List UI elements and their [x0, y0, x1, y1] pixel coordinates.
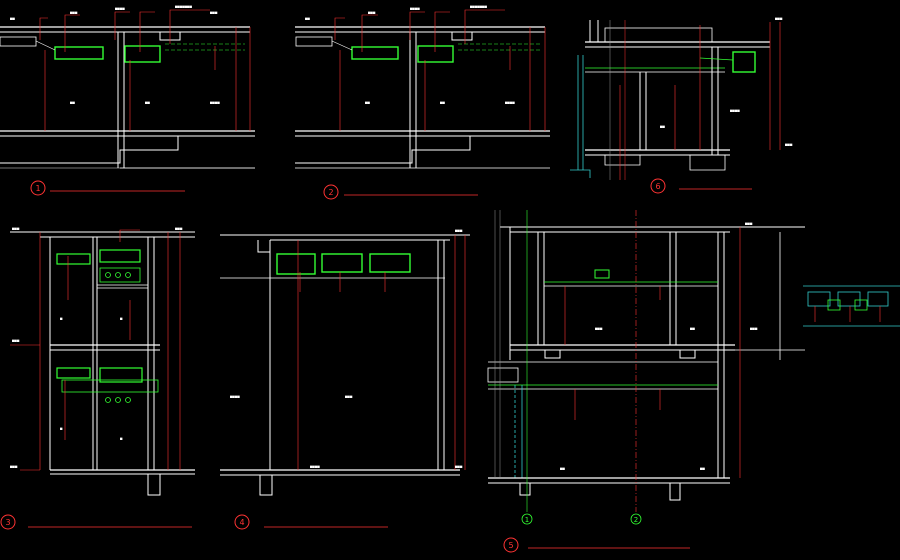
section-1-number: 1 — [35, 184, 40, 193]
svg-text:■■■■: ■■■■ — [730, 108, 740, 113]
svg-text:■■: ■■ — [70, 100, 75, 105]
svg-text:■■: ■■ — [440, 100, 445, 105]
svg-text:■■■: ■■■ — [12, 226, 20, 231]
svg-text:■: ■ — [120, 316, 123, 321]
section-5-number: 5 — [508, 541, 513, 550]
section-4-notes: ■■■■ ■■■ ■■■■ ■■■ ■■■ — [230, 228, 463, 469]
svg-text:■■■■: ■■■■ — [410, 6, 420, 11]
svg-text:■■■: ■■■ — [785, 142, 793, 147]
section-4-number: 4 — [239, 518, 244, 527]
section-3-drawing — [10, 229, 195, 496]
svg-text:■■: ■■ — [660, 124, 665, 129]
svg-text:■■■■: ■■■■ — [115, 6, 125, 11]
section-4-drawing — [220, 234, 470, 496]
svg-text:■: ■ — [120, 436, 123, 441]
svg-text:■■: ■■ — [365, 100, 370, 105]
svg-text:■■■: ■■■ — [595, 326, 603, 331]
section-6-number: 6 — [655, 182, 660, 191]
section-1-title-block: 1 — [30, 180, 185, 196]
axis-bubble-2: 2 — [630, 513, 642, 525]
svg-text:■: ■ — [60, 426, 63, 431]
svg-text:■■: ■■ — [700, 466, 705, 471]
svg-text:■■: ■■ — [305, 16, 310, 21]
svg-text:■■■: ■■■ — [368, 10, 376, 15]
svg-text:■■: ■■ — [145, 100, 150, 105]
section-5-drawing — [487, 210, 805, 512]
svg-text:■■■■: ■■■■ — [230, 394, 240, 399]
svg-text:■■■: ■■■ — [175, 226, 183, 231]
svg-text:■■■: ■■■ — [455, 228, 463, 233]
section-1-notes: ■■ ■■■ ■■■■ ■■■■■■■ ■■■ ■■ ■■ ■■■■ — [10, 4, 220, 105]
key-plan — [803, 285, 900, 327]
section-2-number: 2 — [328, 188, 333, 197]
svg-text:■■■: ■■■ — [70, 10, 78, 15]
svg-text:■■■■: ■■■■ — [505, 100, 515, 105]
axis-bubble-1: 1 — [521, 513, 533, 525]
axis-label-2: 2 — [634, 516, 638, 524]
svg-text:■■■■: ■■■■ — [210, 100, 220, 105]
svg-text:■■■■: ■■■■ — [310, 464, 320, 469]
svg-text:■■■: ■■■ — [210, 10, 218, 15]
svg-text:■■: ■■ — [560, 466, 565, 471]
svg-text:■■■: ■■■ — [750, 326, 758, 331]
svg-text:■■■■■■■: ■■■■■■■ — [470, 4, 487, 9]
svg-text:■■■: ■■■ — [345, 394, 353, 399]
section-1-drawing — [0, 9, 255, 169]
section-3-number: 3 — [5, 518, 10, 527]
svg-text:■■■: ■■■ — [775, 16, 783, 21]
svg-text:■■■: ■■■ — [12, 338, 20, 343]
svg-text:■■■■■■■: ■■■■■■■ — [175, 4, 192, 9]
section-3-title-block: 3 — [0, 514, 192, 530]
svg-text:■: ■ — [60, 316, 63, 321]
svg-text:■■: ■■ — [690, 326, 695, 331]
section-2-notes: ■■ ■■■ ■■■■ ■■■■■■■ ■■ ■■ ■■■■ — [305, 4, 515, 105]
section-5-notes: ■■■ ■■ ■■■ ■■ ■■ ■■■ — [560, 221, 758, 471]
svg-text:■■■: ■■■ — [10, 464, 18, 469]
section-6-drawing — [570, 20, 781, 180]
svg-text:■■■: ■■■ — [745, 221, 753, 226]
section-5-title-block: 5 — [503, 537, 690, 553]
section-2-title-block: 2 — [323, 184, 478, 200]
axis-label-1: 1 — [525, 516, 529, 524]
section-6-notes: ■■ ■■■■ ■■■ ■■■ — [660, 16, 793, 147]
section-3-notes: ■■■ ■■■ ■■■ ■■■ ■ ■ ■ ■ — [10, 226, 183, 469]
svg-text:■■■: ■■■ — [455, 464, 463, 469]
section-6-title-block: 6 — [650, 178, 752, 194]
section-2-drawing — [295, 9, 550, 169]
section-4-title-block: 4 — [234, 514, 388, 530]
svg-text:■■: ■■ — [10, 16, 15, 21]
